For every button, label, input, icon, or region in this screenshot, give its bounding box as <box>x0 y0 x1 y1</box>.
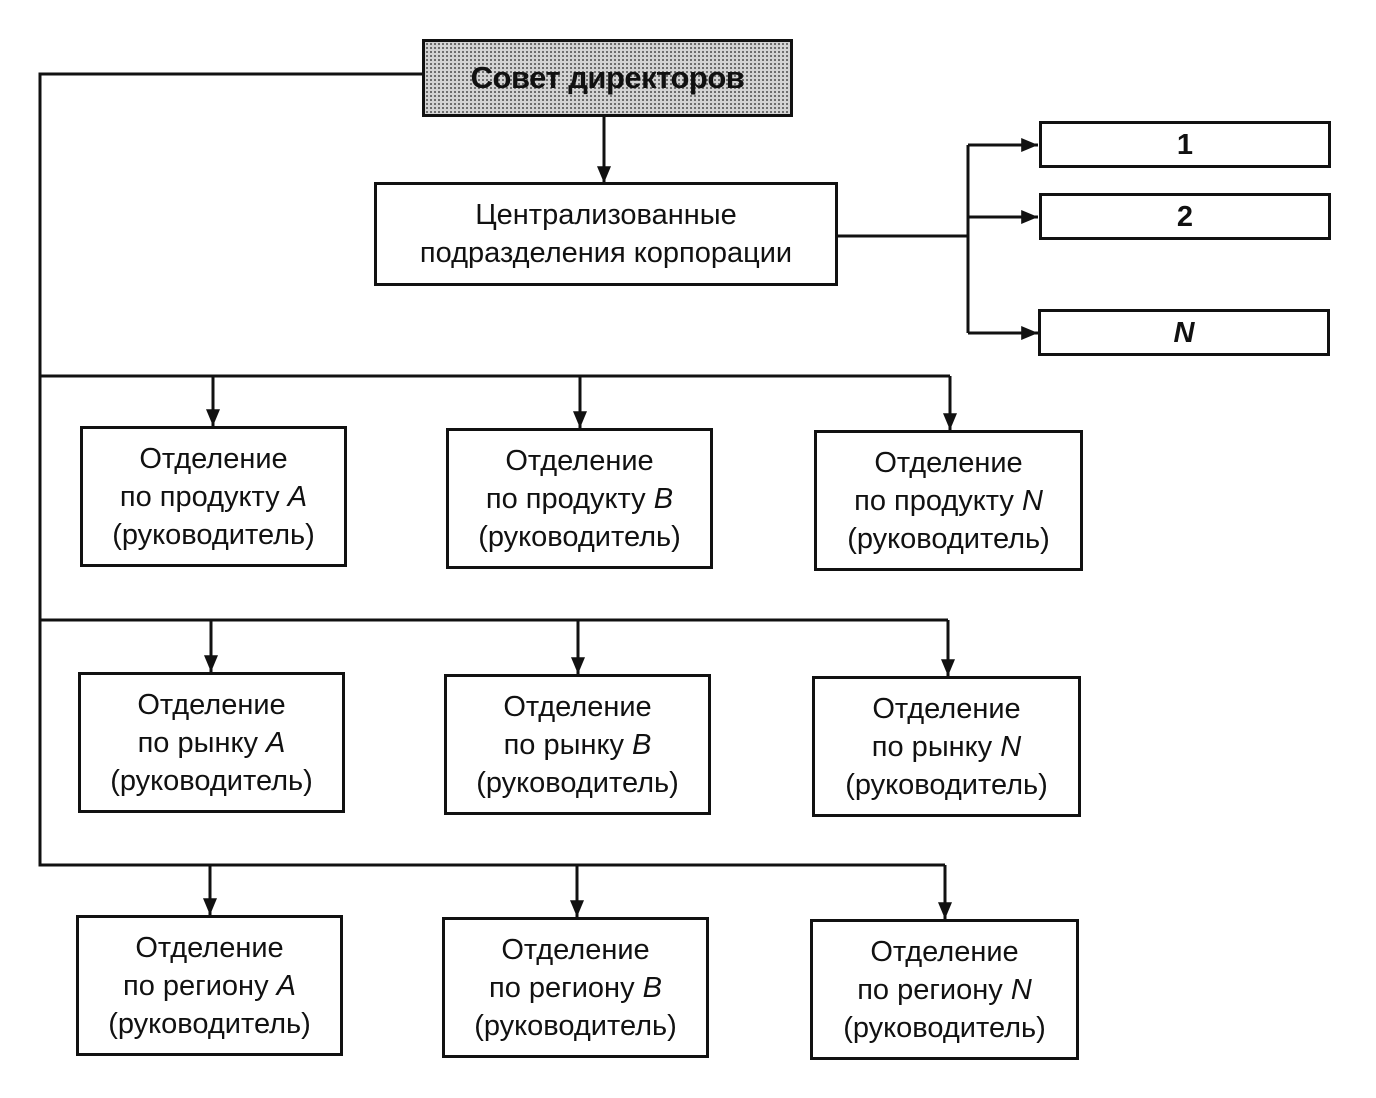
functional-unit-1-label: 1 <box>1176 128 1194 161</box>
division-head: (руководитель) <box>108 1007 311 1040</box>
left-trunk-line <box>38 72 945 867</box>
division-letter: B <box>632 728 652 761</box>
product-division-b-box: Отделение по продукту B (руководитель) <box>446 428 713 569</box>
division-title: Отделение <box>135 931 284 964</box>
division-head: (руководитель) <box>474 1009 677 1042</box>
central-line-1: Централизованные <box>475 199 737 231</box>
division-letter: B <box>653 482 674 515</box>
division-title: Отделение <box>501 933 650 966</box>
region-division-a-box: Отделение по региону A (руководитель) <box>76 915 343 1056</box>
division-letter: B <box>642 971 662 1004</box>
division-head: (руководитель) <box>476 766 679 799</box>
division-type: по региону <box>857 973 1003 1006</box>
division-title: Отделение <box>870 935 1019 968</box>
region-division-b-box: Отделение по региону B (руководитель) <box>442 917 709 1058</box>
division-title: Отделение <box>139 442 288 475</box>
region-division-n-box: Отделение по региону N (руководитель) <box>810 919 1079 1060</box>
division-head: (руководитель) <box>478 520 681 553</box>
functional-unit-2-box: 2 <box>1039 193 1331 240</box>
division-letter: N <box>1010 973 1032 1006</box>
functional-unit-2-label: 2 <box>1176 200 1194 233</box>
functional-unit-1-box: 1 <box>1039 121 1331 168</box>
division-title: Отделение <box>503 690 652 723</box>
board-of-directors-box: Совет директоров <box>422 39 793 117</box>
product-division-a-box: Отделение по продукту A (руководитель) <box>80 426 347 567</box>
division-title: Отделение <box>872 692 1021 725</box>
division-type: по региону <box>489 971 635 1004</box>
division-head: (руководитель) <box>112 518 315 551</box>
division-head: (руководитель) <box>845 768 1048 801</box>
division-letter: A <box>276 969 296 1002</box>
division-head: (руководитель) <box>110 764 313 797</box>
division-letter: N <box>1021 484 1043 517</box>
division-head: (руководитель) <box>843 1011 1046 1044</box>
division-title: Отделение <box>505 444 654 477</box>
division-type: по продукту <box>119 480 280 513</box>
division-head: (руководитель) <box>847 522 1050 555</box>
division-type: по рынку <box>871 730 993 763</box>
product-division-n-box: Отделение по продукту N (руководитель) <box>814 430 1083 571</box>
division-type: по региону <box>123 969 269 1002</box>
market-division-b-box: Отделение по рынку B (руководитель) <box>444 674 711 815</box>
division-title: Отделение <box>874 446 1023 479</box>
board-label: Совет директоров <box>470 60 745 95</box>
functional-unit-n-box: N <box>1038 309 1330 356</box>
centralized-departments-box: Централизованные подразделения корпораци… <box>374 182 838 286</box>
division-letter: A <box>287 480 308 513</box>
division-title: Отделение <box>137 688 286 721</box>
division-type: по продукту <box>854 484 1014 517</box>
market-division-n-box: Отделение по рынку N (руководитель) <box>812 676 1081 817</box>
division-letter: A <box>266 726 286 759</box>
division-letter: N <box>1000 730 1022 763</box>
division-type: по продукту <box>485 482 646 515</box>
functional-unit-n-label: N <box>1173 316 1195 349</box>
division-type: по рынку <box>503 728 624 761</box>
division-type: по рынку <box>137 726 258 759</box>
central-line-2: подразделения корпорации <box>419 237 793 269</box>
market-division-a-box: Отделение по рынку A (руководитель) <box>78 672 345 813</box>
